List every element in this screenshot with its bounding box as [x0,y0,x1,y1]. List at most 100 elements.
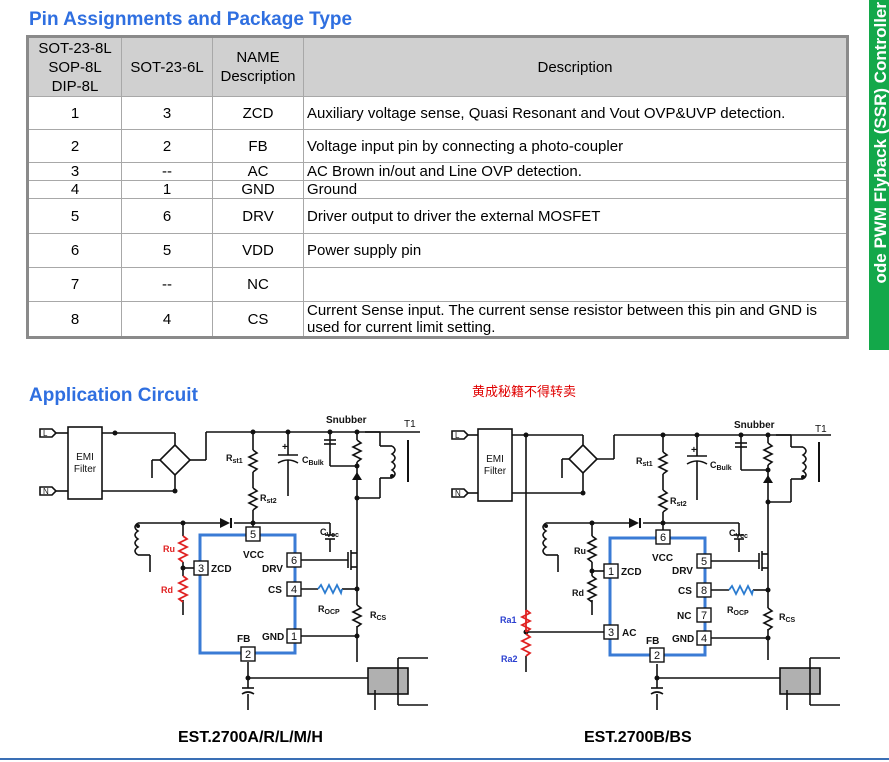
label-rcs-sub: CS [377,615,387,622]
transformer-winding [801,446,807,480]
circuit-caption-a: EST.2700A/R/L/M/H [178,729,323,746]
label-rst2-sub: st2 [267,498,277,505]
pin-assignments-title: Pin Assignments and Package Type [29,9,353,30]
pin-number-zcd: 3 [198,563,204,575]
cell-name: AC [212,162,304,181]
snubber-resistor [351,439,363,463]
label-ra1: Ra1 [500,615,517,625]
resistor-rst1 [657,451,669,475]
label-cvcc-sub: Vcc [736,533,749,540]
cell-pin-6l: 6 [121,198,213,234]
label-emi: EMI [76,452,94,463]
label-rcs: R [370,610,377,620]
label-drv: DRV [672,566,693,577]
pin-box-fb [240,646,256,662]
mosfet [758,551,768,571]
application-circuit-b: 6 1 5 8 7 3 4 2 VCC ZCD DRV CS NC AC GND… [451,420,840,710]
resistor-rst2 [657,489,669,513]
label-cbulk: C [302,455,309,465]
cell-pin-8l: 5 [27,198,122,234]
label-emi: EMI [486,454,504,465]
bridge-rectifier [158,433,192,477]
cell-name: CS [212,301,304,338]
pin-box-fb [649,647,665,663]
label-rst2: R [260,493,267,503]
label-fb: FB [237,634,250,645]
cell-pin-8l: 4 [27,180,122,199]
svg-text:ROCP: ROCP [318,604,340,616]
cell-pin-6l: 1 [121,180,213,199]
resistor-rst1 [247,449,259,473]
svg-text:RCS: RCS [370,610,387,622]
resistor-rocp [317,582,343,596]
footer-divider [0,758,889,760]
snubber-diode [763,475,773,483]
pin-number-gnd: 1 [291,631,297,643]
label-cvcc: C [729,528,736,538]
label-snubber: Snubber [734,420,775,431]
label-snubber: Snubber [326,415,367,426]
cell-pin-6l: 4 [121,301,213,338]
terminal-l [39,428,58,438]
pin-number-drv: 5 [701,556,707,568]
snubber-resistor [762,442,774,466]
cell-name: DRV [212,198,304,234]
cell-pin-8l: 6 [27,233,122,268]
header-line: Description [220,68,296,85]
label-vcc: VCC [243,550,264,561]
label-plus: + [282,442,288,453]
table-row: 7--NC [27,267,848,302]
label-l: L [455,431,460,440]
pin-box-drv [696,553,712,569]
cell-description: AC Brown in/out and Line OVP detection. [303,162,848,181]
label-ac: AC [622,628,636,639]
label-rst1: R [226,453,233,463]
label-rocp: R [318,604,325,614]
resistor-ra1 [519,609,533,633]
label-rd: Rd [161,585,173,595]
label-rcs-sub: CS [786,617,796,624]
cell-pin-8l: 8 [27,301,122,338]
watermark-text: 黄成秘籍不得转卖 [472,385,577,400]
label-cbulk-sub: Bulk [309,460,324,467]
label-rd: Rd [572,588,584,598]
mosfet [347,550,357,570]
cell-pin-8l: 2 [27,129,122,163]
pin-box-cs [286,581,302,597]
header-description: Description [303,36,848,97]
table-header-row: SOT-23-8L SOP-8L DIP-8L SOT-23-6L NAME D… [27,36,848,97]
cell-name: GND [212,180,304,199]
application-circuit-title: Application Circuit [29,385,198,406]
pin-number-zcd: 1 [608,566,614,578]
header-name: NAME Description [212,36,304,97]
pin-box-nc [696,607,712,623]
label-fb: FB [646,636,659,647]
header-line: NAME [236,49,280,66]
cell-name: FB [212,129,304,163]
optocoupler [779,667,821,695]
pin-number-drv: 6 [291,555,297,567]
pin-number-gnd: 4 [701,633,707,645]
cell-description: Voltage input pin by connecting a photo-… [303,129,848,163]
label-rocp-sub: OCP [325,609,341,616]
label-plus: + [691,445,697,456]
cell-description: Current Sense input. The current sense r… [303,301,848,338]
circuit-caption-b: EST.2700B/BS [584,729,692,746]
pin-number-fb: 2 [654,650,660,662]
side-chapter-tab: ode PWM Flyback (SSR) Controller [869,0,889,350]
pin-number-vcc: 5 [250,529,256,541]
label-n: N [455,489,461,498]
label-cvcc-sub: Vcc [327,532,340,539]
bridge-rectifier [567,435,599,475]
pin-number-cs: 8 [701,585,707,597]
cell-description [303,267,848,302]
cell-pin-6l: 5 [121,233,213,268]
header-line: SOP-8L [48,58,102,76]
svg-text:Rst2: Rst2 [260,493,277,505]
cell-name: ZCD [212,96,304,130]
header-sot23-6l: SOT-23-6L [121,36,213,97]
label-rst2-sub: st2 [677,501,687,508]
